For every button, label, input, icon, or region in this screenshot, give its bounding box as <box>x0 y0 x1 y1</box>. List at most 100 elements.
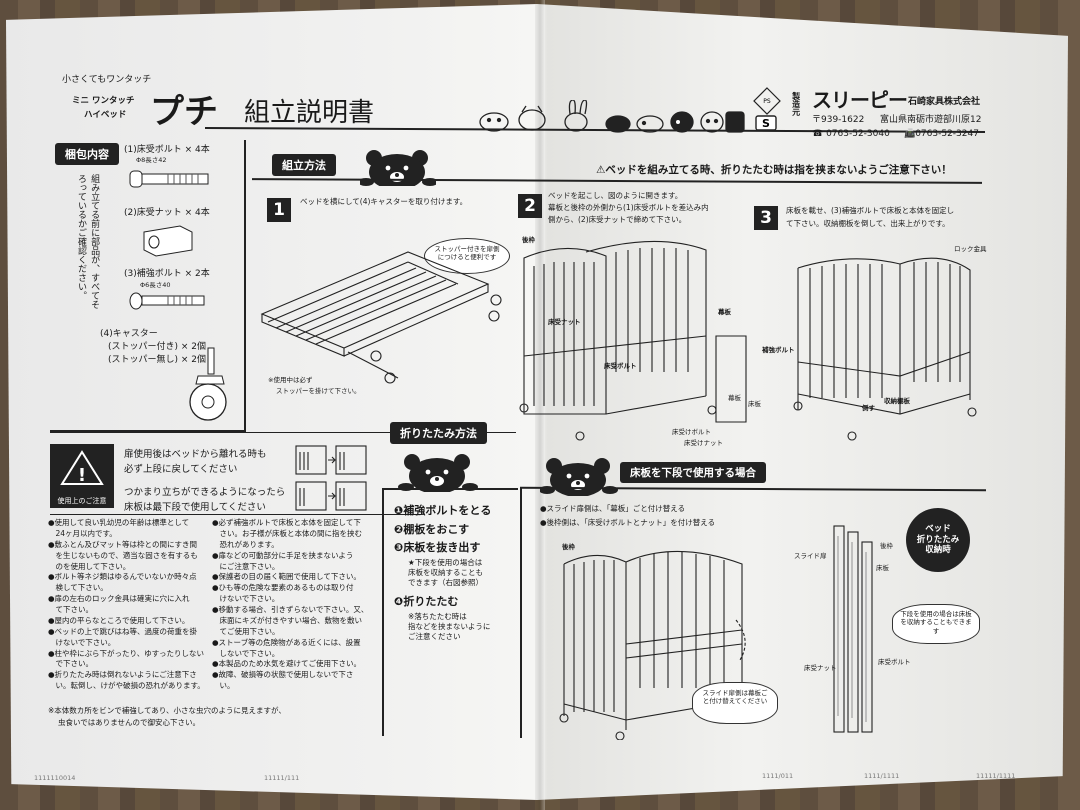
print-code: 11111/1111 <box>976 772 1016 780</box>
stopper-tip-bubble: ストッパー付きを扉側につけると便利です <box>424 238 510 274</box>
label-reinforce-bolt: 補強ボルト <box>762 346 795 354</box>
note-right: ●保護者の目の届く範囲で使用して下さい。 <box>212 572 361 582</box>
note-left: て下さい。 <box>48 605 93 614</box>
note-right: さい。お子様が床板と本体の間に指を挟む <box>212 528 362 538</box>
folded-posts-illustration <box>833 525 873 733</box>
lower-line2: ●後枠側は、「床受けボルトとナット」を付け替える <box>540 518 716 527</box>
note-left: 検して下さい。 <box>48 583 108 593</box>
folding-step-2: ❷棚板をおこす <box>394 522 470 536</box>
tagline: 小さくてもワンタッチ <box>62 75 152 85</box>
folding-step-4: ❹折りたたむ <box>394 595 459 609</box>
label-fold-down: 倒す <box>862 404 875 412</box>
folded-storage-circle: ベッド 折りたたみ 収納時 <box>906 508 970 572</box>
label-panel-small: 幕板 <box>728 394 741 402</box>
note-right: ●必ず補強ボルトで床板と本体を固定して下 <box>212 518 361 527</box>
footer-note-line1: ※本体数カ所をビンで補強してあり、小さな虫穴のように見えますが、 <box>48 706 286 715</box>
print-code: 1111/1111 <box>864 772 900 780</box>
caution-line1: 扉使用後はベッドから離れる時も <box>124 449 267 460</box>
item-reinforce-bolt: (3)補強ボルト × 2本 <box>124 269 210 279</box>
maker-label: 製造元 <box>791 92 801 116</box>
postal-code: 〒939-1622 <box>812 115 865 125</box>
caster-illustration <box>189 347 227 421</box>
note-left: ●ボルト等ネジ類はゆるんでいないか時々点 <box>48 572 197 582</box>
label-floor-bolt-2: 床受ボルト <box>878 658 911 666</box>
step3-crib-illustration <box>793 257 977 441</box>
item-caster: (4)キャスター <box>100 329 158 339</box>
note-right: ●移動する場合、引きずらないで下さい。又、 <box>212 605 369 614</box>
label-panel: 幕板 <box>718 308 731 316</box>
step-3-number: 3 <box>754 206 778 230</box>
note-left: ●ベッドの上で跳びはね等、過度の荷重を掛 <box>48 626 198 636</box>
telephone: ☎ 0763-52-3040 <box>812 129 890 139</box>
folding-note4-line3: ご注意ください <box>408 631 461 641</box>
folding-note3-line2: 床板を収納することも <box>408 567 483 577</box>
note-right: てご使用下さい。 <box>212 626 280 636</box>
note-right: 恐れがあります。 <box>212 539 279 549</box>
contents-bottom-rule <box>50 430 246 432</box>
label-back-frame-2: 後枠 <box>880 542 893 550</box>
label-floor-nut: 床受ナット <box>548 318 581 326</box>
folding-note3-line3: できます（右図参照） <box>408 577 483 587</box>
note-right: ●故障、破損等の状態で使用しないで下さ <box>212 670 354 680</box>
note-left: ●折りたたみ時は倒れないようにご注意下さ <box>48 670 197 680</box>
item-floor-bolt-spec: Φ8長さ42 <box>136 156 167 164</box>
note-left: 24ヶ月以内です。 <box>48 528 117 538</box>
step-2-number: 2 <box>518 194 542 218</box>
slide-door-bubble-text: スライド扉側は幕板ごと付け替えてください <box>702 689 768 706</box>
note-right: ●本製品のため水気を避けてご使用下さい。 <box>212 659 362 669</box>
print-code: 1111110014 <box>34 774 76 782</box>
caster-with-stopper: (ストッパー付き) × 2個 <box>108 342 207 352</box>
slide-door-bubble: スライド扉側は幕板ごと付け替えてください <box>692 682 778 724</box>
caster-without-stopper: (ストッパー無し) × 2個 <box>108 355 207 365</box>
note-left: のを使用して下さい。 <box>48 561 131 571</box>
caution-icon-label: 使用上のご注意 <box>57 497 107 505</box>
label-floor-nut-2: 床受ナット <box>804 664 837 672</box>
caution-line4: 床板は最下段で使用してください <box>124 502 266 513</box>
print-code: 1111/011 <box>762 772 794 780</box>
caution-pictograms <box>295 445 367 511</box>
folding-bear-icon <box>398 454 478 492</box>
folded-storage-text: ベッド 折りたたみ 収納時 <box>916 524 960 556</box>
folding-step-1: ❶補強ボルトをとる <box>394 504 492 517</box>
contents-badge: 梱包内容 <box>55 143 119 165</box>
lower-crib-illustration <box>559 550 751 740</box>
storage-bubble: 下段を使用の場合は床板を収納することもできます <box>892 604 980 644</box>
note-right: ●ストーブ等の危険物がある近くには、設置 <box>212 637 361 647</box>
note-left: ●屋内の平らなところで使用して下さい。 <box>48 615 190 625</box>
item-reinforce-bolt-spec: Φ6長さ40 <box>140 281 171 289</box>
step-2-line1: ベッドを起こし、図のように開きます。 <box>548 191 683 200</box>
finger-warning: ⚠ベッドを組み立てる時、折りたたむ時は指を挟まないようご注意下さい！ <box>596 164 952 176</box>
step-1-note-line1: ※使用中は必ず <box>268 376 313 384</box>
note-right: い。 <box>212 681 235 691</box>
note-left: ●扉の左右のロック金具は確実に穴に入れ <box>48 594 190 604</box>
caution-line2: 必ず上段に戻してください <box>124 464 238 475</box>
floor-bolt-illustration <box>129 170 209 188</box>
svg-text:S: S <box>762 117 770 130</box>
animal-row-illustration <box>479 100 745 133</box>
caution-notes-left: ●使用して良い乳幼児の年齢は標準として 24ヶ月以内です。 ●敷ふとん及びマット… <box>48 518 205 692</box>
label-lock-fitting: ロック金具 <box>954 245 987 253</box>
step-1-number: 1 <box>267 198 291 222</box>
instruction-sheet <box>6 4 1068 800</box>
floor-nut-illustration <box>143 225 193 257</box>
step-1-note-line2: ストッパーを掛けて下さい。 <box>276 387 361 395</box>
subtitle-line2: ハイベッド <box>84 110 127 120</box>
fax: 📠0763-52-3247 <box>904 129 979 139</box>
step1-crib-illustration <box>260 251 502 384</box>
label-slide-door: スライド扉 <box>794 552 827 560</box>
item-floor-bolt: (1)床受ボルト × 4本 <box>124 145 210 155</box>
lower-badge: 床板を下段で使用する場合 <box>620 462 766 483</box>
lower-line1: ●スライド扉側は、「幕板」ごと付け替える <box>540 504 686 513</box>
step-3-line2: て下さい。収納棚板を倒して、出来上がりです。 <box>786 219 950 228</box>
caution-icon-box: ! 使用上のご注意 <box>50 444 114 508</box>
warning-triangle-icon: ! <box>60 450 104 486</box>
svg-text:!: ! <box>78 465 86 486</box>
document-title: 組立説明書 <box>244 98 375 128</box>
item-floor-nut: (2)床受ナット × 4本 <box>124 208 210 218</box>
folding-side-rule <box>382 488 384 736</box>
reinforce-bolt-illustration <box>129 292 205 310</box>
note-left: で下さい。 <box>48 659 93 669</box>
stopper-tip-text: ストッパー付きを扉側につけると便利です <box>434 245 500 262</box>
lower-label-back: 後枠 <box>562 543 575 551</box>
step-2-line2: 幕板と後枠の外側から(1)床受ボルトを差込み内 <box>548 203 709 212</box>
